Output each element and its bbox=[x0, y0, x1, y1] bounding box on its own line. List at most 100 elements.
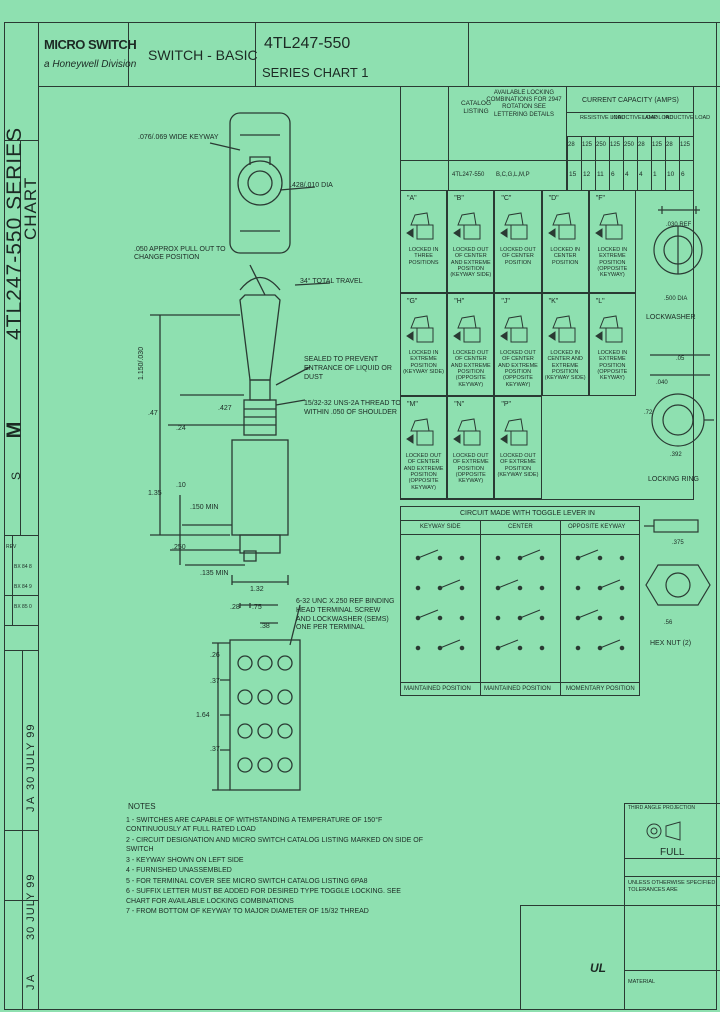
value-cell: 4 bbox=[625, 171, 629, 178]
lock-caption: LOCKED OUT OF CENTER POSITION bbox=[500, 247, 536, 266]
lock-cell: "C" LOCKED OUT OF CENTER POSITION bbox=[494, 190, 542, 293]
lock-letter: "K" bbox=[548, 298, 559, 305]
lr-05: .05 bbox=[676, 356, 685, 362]
lock-cell: "A"LOCKED IN THREE POSITIONS bbox=[400, 190, 448, 293]
lock-letter: "D" bbox=[548, 195, 559, 202]
col-locking: AVAILABLE LOCKING COMBINATIONS FOR 2947 … bbox=[486, 90, 562, 118]
scale-text: FULL bbox=[660, 847, 685, 858]
rev-date-1: 30 JULY 99 bbox=[25, 723, 37, 790]
lock-cell: "P"LOCKED OUT OF EXTREME POSITION (KEYWA… bbox=[494, 396, 542, 499]
sub-lamp: LAMP LOAD bbox=[642, 115, 674, 121]
volt-cell: 250 bbox=[624, 142, 635, 148]
lock-caption: LOCKED OUT OF EXTREME POSITION (OPPOSITE… bbox=[452, 453, 489, 485]
dim-26: .26 bbox=[210, 652, 220, 659]
projection-text: THIRD ANGLE PROJECTION bbox=[628, 805, 695, 811]
note-item: 5 - FOR TERMINAL COVER SEE MICRO SWITCH … bbox=[126, 877, 368, 885]
col-catalog: CATALOG LISTING bbox=[460, 100, 492, 115]
rev-row-2: BX 84 9 bbox=[14, 584, 32, 590]
volt-cell: 125 bbox=[610, 142, 621, 148]
lock-caption: LOCKED IN CENTER POSITION bbox=[550, 247, 581, 266]
projection-symbol bbox=[646, 821, 681, 841]
note-item: 2 - CIRCUIT DESIGNATION AND MICRO SWITCH… bbox=[126, 836, 424, 854]
notes-list: 1 - SWITCHES ARE CAPABLE OF WITHSTANDING… bbox=[126, 816, 426, 917]
hex-56: .56 bbox=[664, 620, 673, 626]
lock-cell: "G" LOCKED IN EXTREME POSITION (KEYWAY SI… bbox=[400, 293, 448, 396]
lock-letter: "M" bbox=[407, 401, 418, 408]
lw-ref: .030 REF bbox=[666, 222, 692, 228]
lock-letter: "N" bbox=[454, 401, 465, 408]
circuit-table bbox=[400, 506, 640, 696]
row-part: 4TL247-550 bbox=[452, 172, 485, 178]
dim-164: 1.64 bbox=[196, 712, 210, 719]
toggle-icon bbox=[453, 212, 481, 240]
lock-caption: LOCKED OUT OF CENTER AND EXTREME POSITIO… bbox=[498, 350, 538, 388]
toggle-icon bbox=[406, 418, 434, 446]
dim-47: .47 bbox=[148, 410, 158, 417]
lock-cell: "D" LOCKED IN CENTER POSITION bbox=[541, 190, 589, 293]
volt-cell: 28 bbox=[638, 142, 645, 148]
rev-row-1: BX 84 8 bbox=[14, 564, 32, 570]
lw-dim: .500 DIA bbox=[664, 296, 688, 302]
lock-caption: LOCKED IN EXTREME POSITION (KEYWAY SIDE) bbox=[403, 350, 445, 375]
lock-cell: "H"LOCKED OUT OF CENTER AND EXTREME POSI… bbox=[447, 293, 495, 396]
lock-cell: "F"LOCKED IN EXTREME POSITION (OPPOSITE … bbox=[588, 190, 636, 293]
lr-392: .392 bbox=[670, 452, 682, 458]
toggle-icon bbox=[500, 212, 528, 240]
lock-cell: "J"LOCKED OUT OF CENTER AND EXTREME POSI… bbox=[494, 293, 542, 396]
s-mark: S bbox=[9, 471, 24, 481]
dim-37b: .37 bbox=[210, 746, 220, 753]
note-item: 3 - KEYWAY SHOWN ON LEFT SIDE bbox=[126, 856, 244, 864]
hex-label: HEX NUT (2) bbox=[650, 640, 692, 647]
dim-keyway: .076/.069 WIDE KEYWAY bbox=[138, 134, 219, 141]
lock-cell: "N" LOCKED OUT OF EXTREME POSITION (OPPOS… bbox=[447, 396, 495, 499]
chart-vertical-text: CHART bbox=[21, 176, 40, 240]
circuit-col-keyway: KEYWAY SIDE bbox=[420, 524, 461, 530]
value-cell: 10 bbox=[667, 171, 675, 178]
lock-caption: LOCKED OUT OF CENTER AND EXTREME POSITIO… bbox=[403, 453, 444, 491]
value-cell: 6 bbox=[611, 171, 615, 178]
lock-letter: "H" bbox=[454, 298, 465, 305]
hex-375: .375 bbox=[672, 540, 684, 546]
ul-mark: UL bbox=[590, 961, 606, 975]
col-current: CURRENT CAPACITY (AMPS) bbox=[582, 97, 679, 104]
toggle-icon bbox=[500, 315, 528, 343]
sub-inductive2: INDUCTIVE LOAD bbox=[664, 115, 711, 121]
dim-28: .28 bbox=[230, 604, 240, 611]
lock-letter: "P" bbox=[501, 401, 512, 408]
circuit-col-center: CENTER bbox=[508, 524, 533, 530]
rev-initials-2: J A bbox=[25, 974, 37, 990]
toggle-icon bbox=[453, 418, 481, 446]
lock-letter: "C" bbox=[501, 195, 512, 202]
volt-cell: 125 bbox=[652, 142, 663, 148]
lw-label: LOCKWASHER bbox=[646, 314, 696, 321]
lock-letter: "G" bbox=[407, 298, 418, 305]
toggle-icon bbox=[453, 315, 481, 343]
dim-24: .24 bbox=[176, 425, 186, 432]
circuit-foot-2: MAINTAINED POSITION bbox=[484, 686, 551, 692]
circuit-foot-3: MOMENTARY POSITION bbox=[566, 686, 635, 692]
toggle-icon bbox=[594, 212, 623, 240]
dim-250: .250 bbox=[172, 544, 186, 551]
circuit-diagrams bbox=[415, 549, 625, 651]
lock-letter: "A" bbox=[407, 195, 417, 202]
note-item: 4 - FURNISHED UNASSEMBLED bbox=[126, 867, 232, 875]
volt-cell: 28 bbox=[568, 142, 575, 148]
lockwasher-drawings bbox=[644, 206, 714, 606]
dim-pullout: .050 APPROX PULL OUT TO CHANGE POSITION bbox=[134, 246, 226, 262]
dim-terminal: 6-32 UNC X.250 REF BINDING HEAD TERMINAL… bbox=[296, 598, 395, 632]
notes-heading: NOTES bbox=[128, 802, 156, 811]
dim-75: .75 bbox=[252, 604, 262, 611]
part-number: 4TL247-550 bbox=[264, 35, 351, 52]
lock-letter: "B" bbox=[454, 195, 464, 202]
circuit-header: CIRCUIT MADE WITH TOGGLE LEVER IN bbox=[460, 510, 595, 517]
ring-label: LOCKING RING bbox=[648, 476, 699, 483]
dim-10: .10 bbox=[176, 482, 186, 489]
dim-150min: .150 MIN bbox=[190, 504, 219, 511]
toggle-icon bbox=[500, 418, 528, 446]
lock-caption: LOCKED IN EXTREME POSITION (OPPOSITE KEY… bbox=[597, 247, 628, 279]
sheet-title: SWITCH - BASIC bbox=[148, 47, 258, 63]
note-item: 7 - FROM BOTTOM OF KEYWAY TO MAJOR DIAME… bbox=[126, 907, 369, 915]
dim-sealed: SEALED TO PREVENT ENTRANCE OF LIQUID OR … bbox=[304, 356, 392, 381]
sub-resistive: RESISTIVE LOAD bbox=[580, 115, 626, 121]
value-cell: 15 bbox=[569, 171, 577, 178]
